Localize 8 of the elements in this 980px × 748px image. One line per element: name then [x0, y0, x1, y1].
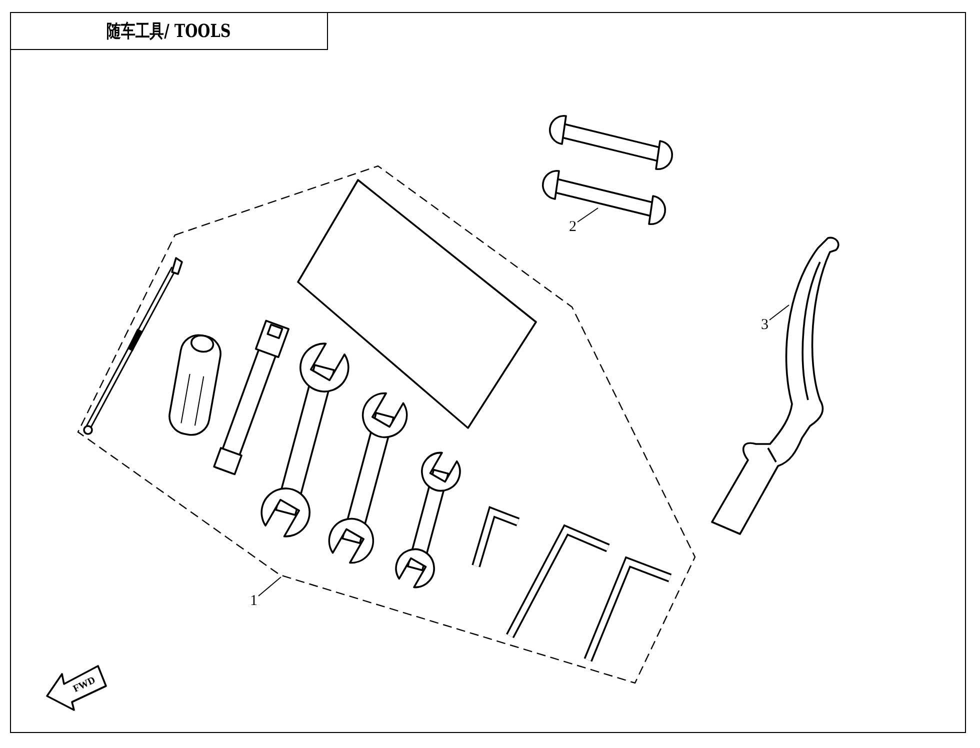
callout-number: 1	[250, 594, 258, 609]
title: 随车工具/ TOOLS	[106, 20, 232, 43]
callout-number: 2	[569, 220, 576, 235]
callout-number: 3	[761, 318, 768, 333]
leader-line	[769, 304, 790, 320]
leader-line	[577, 208, 598, 222]
leader-line	[258, 576, 282, 596]
direction-label: FWD	[72, 676, 98, 695]
